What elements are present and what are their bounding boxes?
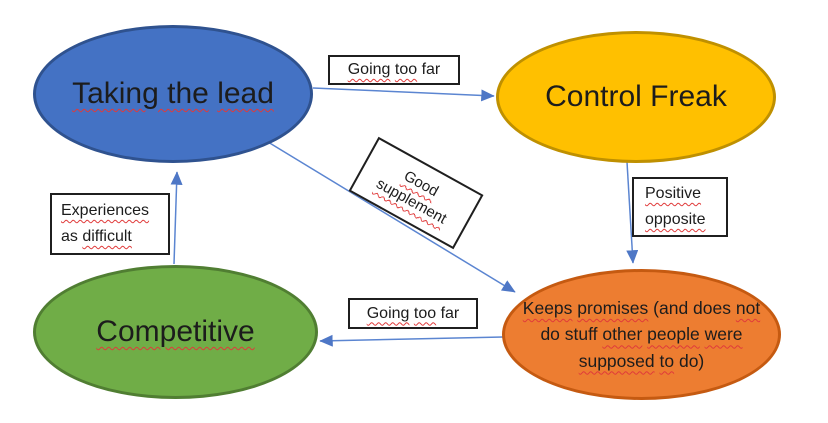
edge-label-going-too-far-top: Going too far xyxy=(328,55,460,85)
node-taking-the-lead-label: Taking the lead xyxy=(72,77,274,110)
node-control-freak: Control Freak xyxy=(496,31,776,163)
arrow-competitive-to-lead xyxy=(170,171,183,265)
node-competitive-label: Competitive xyxy=(96,315,255,348)
arrow-lead-to-keepspromises xyxy=(267,141,516,293)
arrow-keepspromises-to-competitive xyxy=(319,334,504,347)
edge-label-going-too-far-top-text: Going too far xyxy=(347,61,441,78)
arrow-lead-to-controlfreak xyxy=(312,87,495,102)
edge-label-going-too-far-bottom-text: Going too far xyxy=(366,304,460,322)
node-control-freak-label: Control Freak xyxy=(545,80,727,113)
edge-label-going-too-far-bottom: Going too far xyxy=(348,298,478,329)
node-competitive: Competitive xyxy=(33,265,318,399)
node-taking-the-lead: Taking the lead xyxy=(33,25,313,163)
arrow-controlfreak-to-keepspromises xyxy=(626,161,639,264)
